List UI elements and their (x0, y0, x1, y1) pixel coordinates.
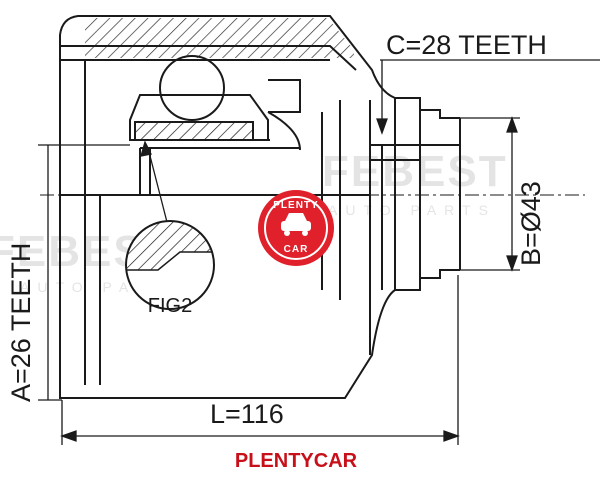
plentycar-badge: PLENTY CAR (258, 190, 334, 266)
car-icon (281, 213, 311, 236)
label-c-teeth: C=28 TEETH (386, 30, 547, 60)
inner-cage (129, 55, 301, 195)
footer-brand: PLENTYCAR (235, 450, 358, 472)
fig2-label: FIG2 (148, 295, 192, 317)
badge-bottom-text: CAR (284, 244, 309, 255)
housing-hatch (85, 18, 354, 58)
fig2-detail: FIG2 (125, 220, 215, 317)
label-a-teeth: A=26 TEETH (6, 243, 36, 402)
dimension-lines (38, 59, 600, 445)
label-length: L=116 (210, 399, 284, 429)
watermark: FEBEST AUTO PARTS FEBEST AUTO PARTS (0, 147, 508, 295)
badge-top-text: PLENTY (273, 200, 318, 211)
label-b-diameter: B=Ø43 (516, 181, 546, 266)
ball (159, 55, 225, 121)
watermark-brand-right: FEBEST (322, 147, 508, 196)
watermark-sub-right: AUTO PARTS (328, 202, 496, 218)
